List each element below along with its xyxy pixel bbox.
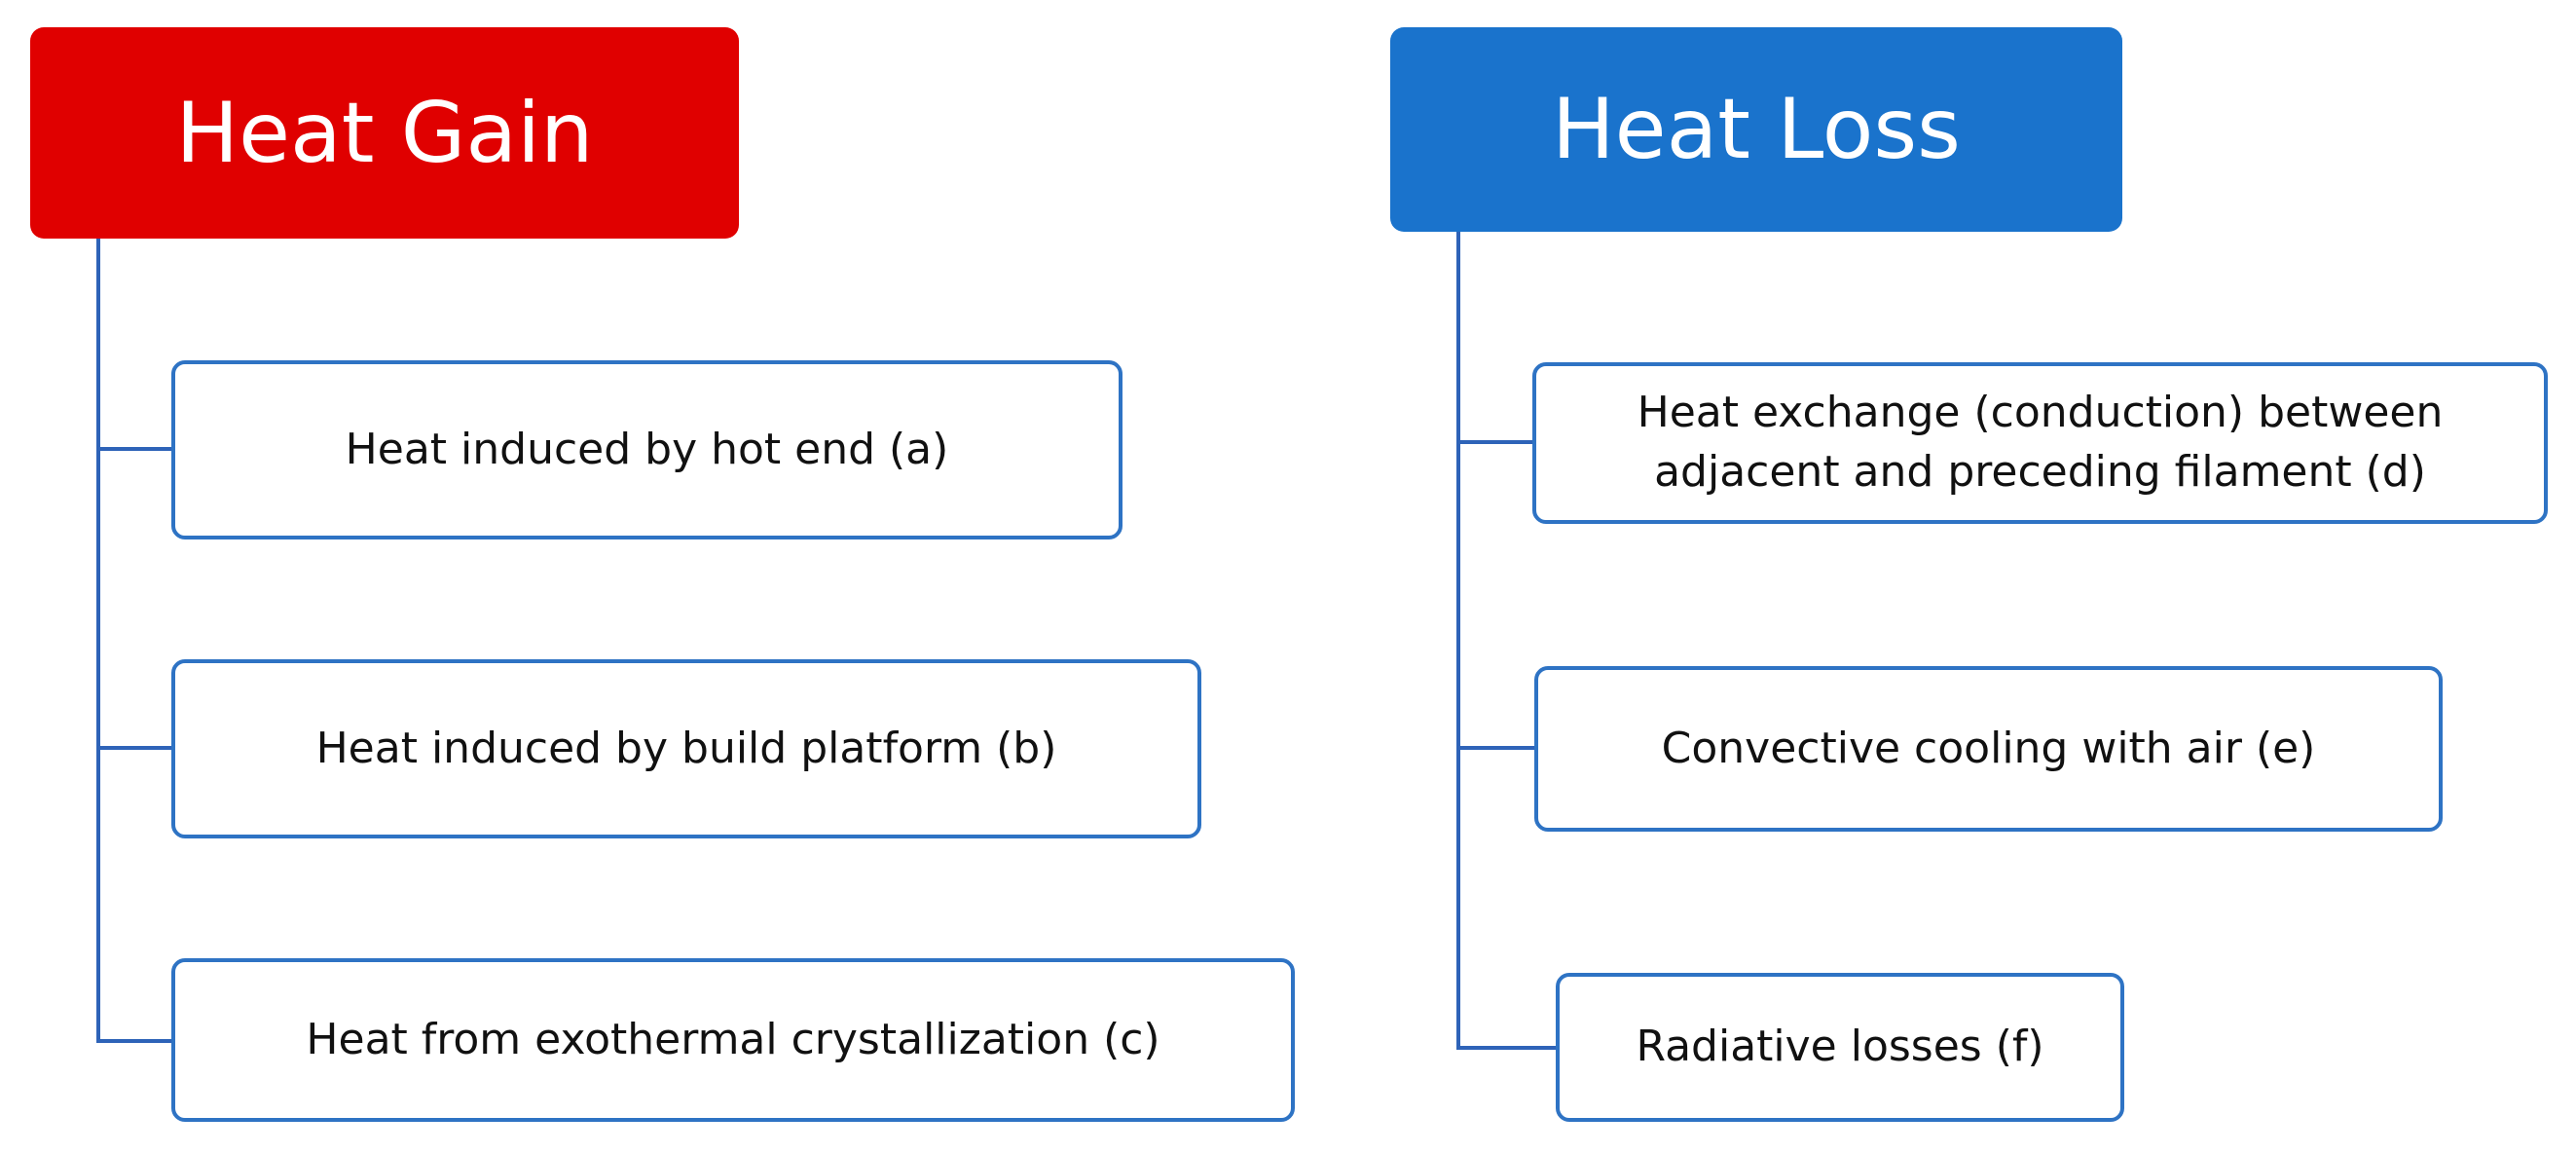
gain-connector-trunk [96,239,100,1043]
loss-item-radiative: Radiative losses (f) [1556,973,2124,1122]
gain-item-label: Heat from exothermal crystallization (c) [306,1014,1160,1064]
loss-connector-branch-e [1456,746,1534,750]
loss-item-label: Heat exchange (conduction) between adjac… [1637,388,2444,497]
gain-item-label: Heat induced by hot end (a) [345,424,949,474]
gain-item-hot-end: Heat induced by hot end (a) [171,360,1122,539]
gain-connector-branch-a [96,447,171,451]
loss-item-convective: Convective cooling with air (e) [1534,666,2443,832]
loss-connector-branch-f [1456,1046,1556,1050]
heat-loss-header: Heat Loss [1390,27,2122,232]
loss-item-conduction: Heat exchange (conduction) between adjac… [1532,362,2548,524]
gain-item-label: Heat induced by build platform (b) [315,723,1057,773]
gain-connector-branch-b [96,746,171,750]
loss-connector-branch-d [1456,440,1532,444]
loss-item-label: Convective cooling with air (e) [1661,723,2316,773]
heat-loss-title: Heat Loss [1552,81,1961,178]
heat-gain-header: Heat Gain [30,27,739,239]
loss-item-label: Radiative losses (f) [1636,1022,2044,1072]
gain-item-crystallization: Heat from exothermal crystallization (c) [171,958,1295,1122]
gain-connector-branch-c [96,1039,171,1043]
heat-gain-title: Heat Gain [175,84,594,182]
gain-item-build-platform: Heat induced by build platform (b) [171,659,1201,838]
loss-connector-trunk [1456,232,1460,1050]
